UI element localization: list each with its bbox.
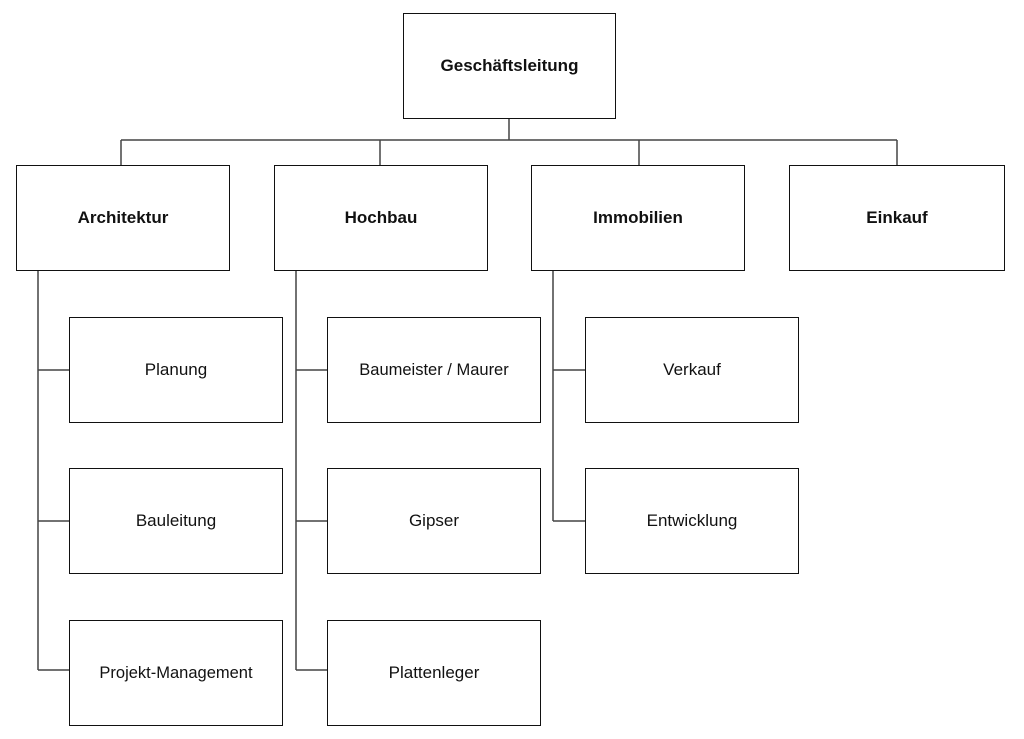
unit-box-plattenleger: Plattenleger bbox=[327, 620, 541, 726]
unit-label: Bauleitung bbox=[135, 511, 217, 530]
unit-box-bauleitung: Bauleitung bbox=[69, 468, 283, 574]
unit-label: Baumeister / Maurer bbox=[359, 360, 509, 379]
unit-box-projekt-management: Projekt-Management bbox=[69, 620, 283, 726]
root-box: Geschäftsleitung bbox=[403, 13, 616, 119]
department-label: Architektur bbox=[77, 208, 169, 227]
department-box-immobilien: Immobilien bbox=[531, 165, 745, 271]
unit-label: Verkauf bbox=[663, 360, 721, 379]
department-label: Einkauf bbox=[866, 208, 928, 227]
unit-box-gipser: Gipser bbox=[327, 468, 541, 574]
unit-box-verkauf: Verkauf bbox=[585, 317, 799, 423]
department-box-einkauf: Einkauf bbox=[789, 165, 1005, 271]
root-label: Geschäftsleitung bbox=[440, 56, 579, 75]
unit-label: Planung bbox=[144, 360, 208, 379]
unit-box-baumeister-maurer: Baumeister / Maurer bbox=[327, 317, 541, 423]
department-label: Immobilien bbox=[593, 208, 683, 227]
department-box-architektur: Architektur bbox=[16, 165, 230, 271]
unit-label: Projekt-Management bbox=[99, 663, 253, 682]
department-box-hochbau: Hochbau bbox=[274, 165, 488, 271]
unit-box-entwicklung: Entwicklung bbox=[585, 468, 799, 574]
unit-label: Plattenleger bbox=[388, 663, 480, 682]
unit-box-planung: Planung bbox=[69, 317, 283, 423]
unit-label: Entwicklung bbox=[646, 511, 738, 530]
unit-label: Gipser bbox=[408, 511, 460, 530]
department-label: Hochbau bbox=[344, 208, 418, 227]
